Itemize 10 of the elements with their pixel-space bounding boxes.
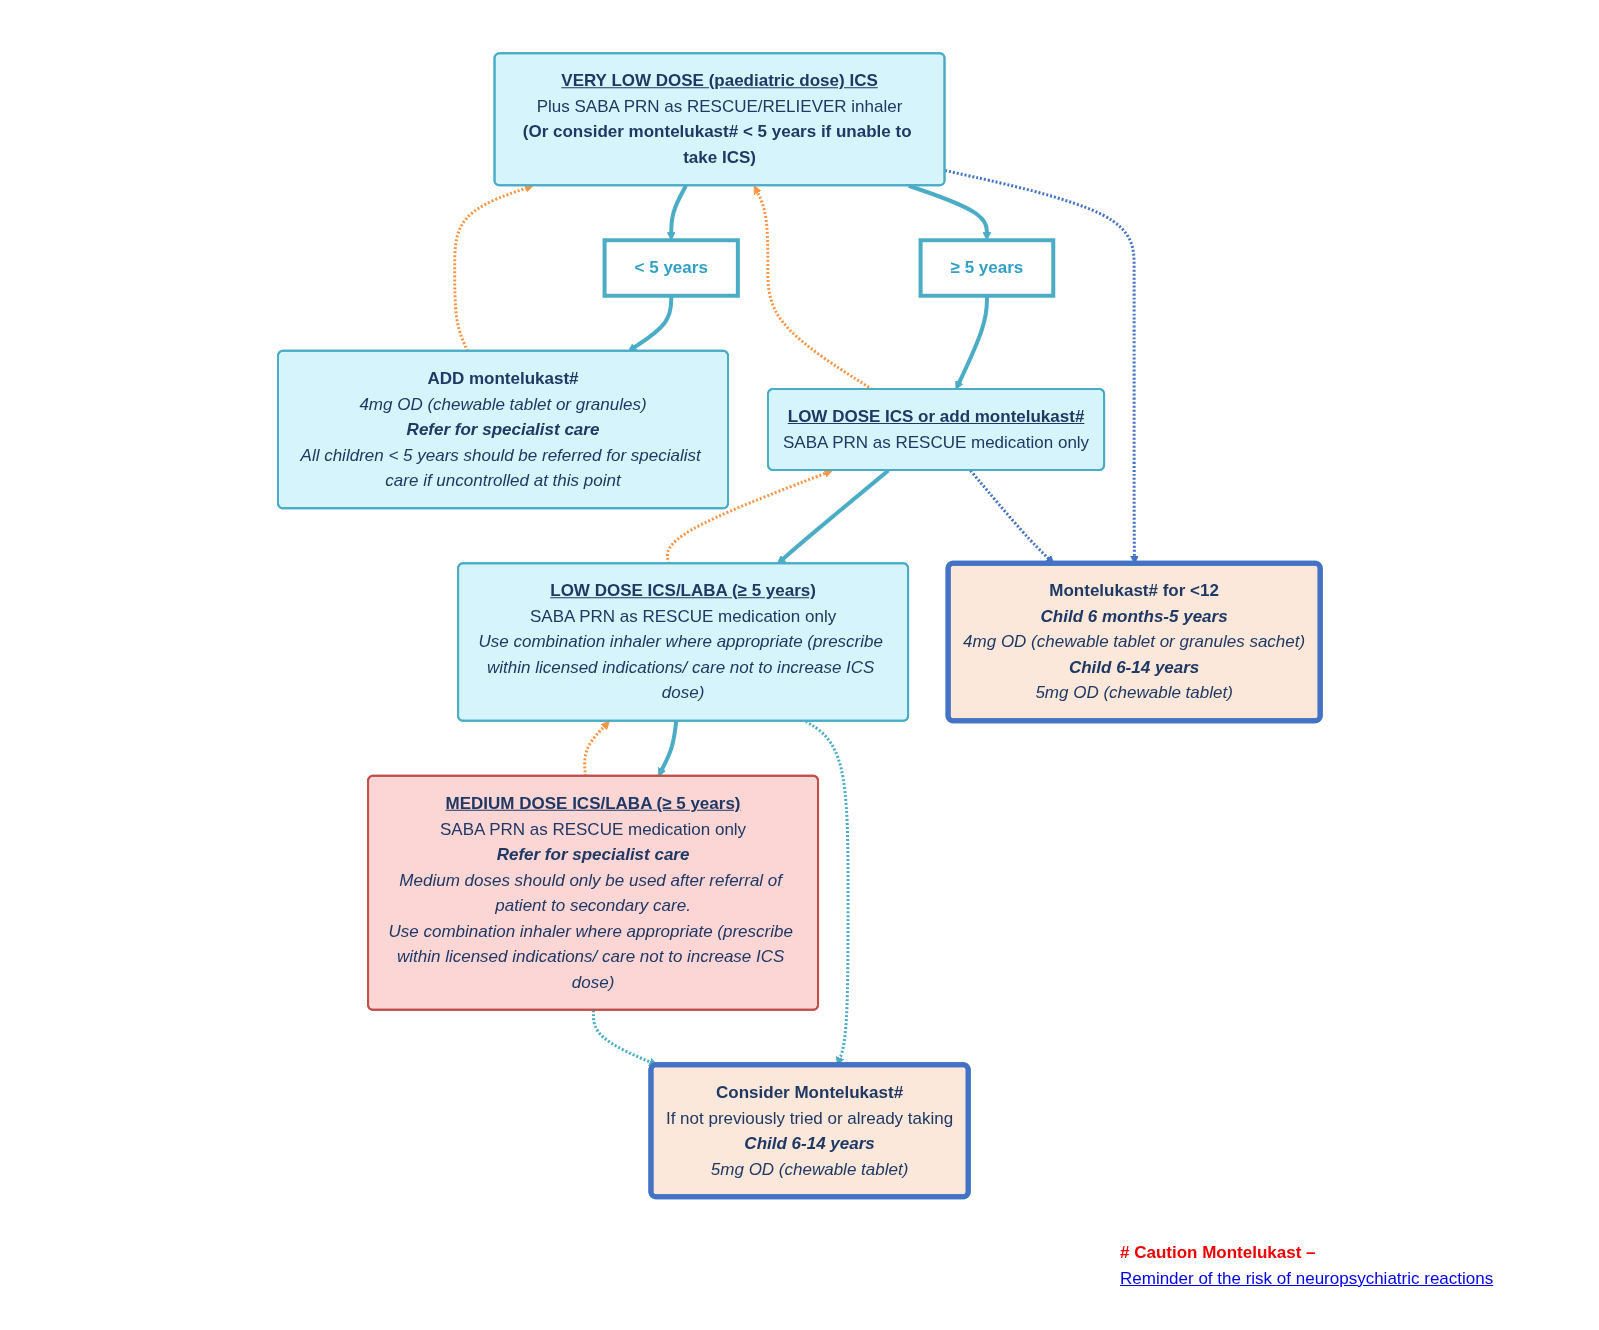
footnote-link: Reminder of the risk of neuropsychiatric reactions [1120, 1267, 1495, 1290]
arrow [658, 721, 679, 777]
node-box: < 5 years [603, 238, 741, 298]
footnote-text: # Caution Montelukast – [1120, 1243, 1316, 1262]
arrow [754, 185, 874, 391]
arrow [667, 184, 689, 241]
arrow [955, 295, 990, 390]
arrow [453, 184, 534, 352]
node-box: ≥ 5 years [919, 238, 1056, 298]
arrow [628, 295, 674, 352]
